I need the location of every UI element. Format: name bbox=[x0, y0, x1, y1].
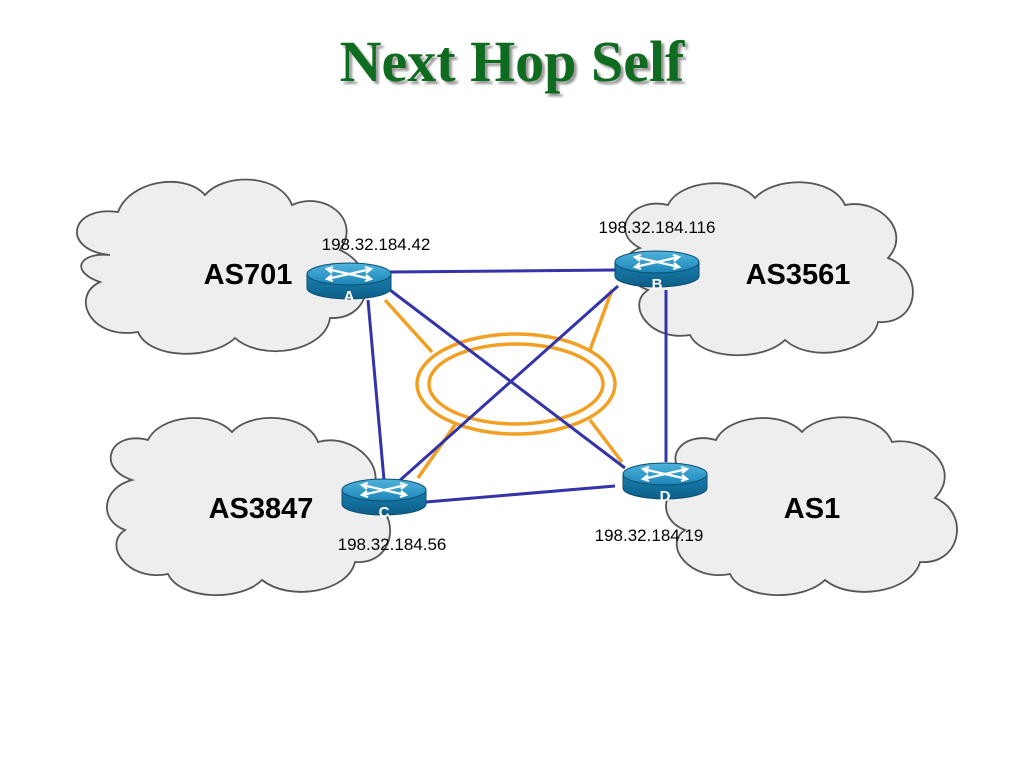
link-a-c bbox=[366, 299, 386, 481]
router-arrows-icon bbox=[632, 253, 682, 271]
ibgp-ring-outer bbox=[415, 332, 617, 436]
cloud-as3847 bbox=[106, 417, 391, 597]
cloud-shape bbox=[624, 181, 914, 357]
physical-links bbox=[366, 268, 668, 504]
cloud-as1 bbox=[665, 416, 958, 597]
ip-label-d: 198.32.184.19 bbox=[595, 526, 704, 545]
ibgp-spoke-d bbox=[588, 418, 624, 464]
ip-label-a: 198.32.184.42 bbox=[322, 235, 431, 254]
router-a: A bbox=[306, 262, 392, 305]
router-letter: A bbox=[344, 288, 355, 305]
cloud-shape bbox=[665, 416, 958, 597]
ibgp-spoke-b bbox=[588, 289, 614, 351]
cloud-shape bbox=[106, 417, 391, 597]
router-arrows-icon bbox=[359, 481, 409, 499]
link-a-b bbox=[389, 268, 616, 274]
link-c-d bbox=[425, 484, 616, 504]
as-label-as3561: AS3561 bbox=[746, 259, 851, 291]
ibgp-spoke-c bbox=[416, 423, 457, 480]
router-arrows-icon bbox=[324, 265, 374, 283]
as-label-as701: AS701 bbox=[204, 259, 293, 291]
ip-label-c: 198.32.184.56 bbox=[338, 535, 447, 554]
cloud-as3561 bbox=[624, 181, 914, 357]
router-d: D bbox=[622, 462, 708, 505]
ibgp-spoke-a bbox=[383, 298, 434, 354]
router-letter: D bbox=[660, 488, 671, 505]
as-label-as1: AS1 bbox=[784, 493, 840, 525]
router-arrows-icon bbox=[640, 465, 690, 483]
router-letter: C bbox=[379, 504, 390, 521]
as-label-as3847: AS3847 bbox=[209, 493, 314, 525]
router-b: B bbox=[614, 250, 700, 293]
ibgp-peering bbox=[383, 289, 624, 480]
router-letter: B bbox=[652, 276, 663, 293]
ibgp-ring-inner bbox=[427, 342, 605, 426]
link-b-c bbox=[397, 284, 619, 484]
ip-label-b: 198.32.184.116 bbox=[599, 218, 716, 237]
router-c: C bbox=[341, 478, 427, 521]
page-title: Next Hop Self bbox=[339, 29, 685, 94]
link-a-d bbox=[389, 288, 626, 470]
